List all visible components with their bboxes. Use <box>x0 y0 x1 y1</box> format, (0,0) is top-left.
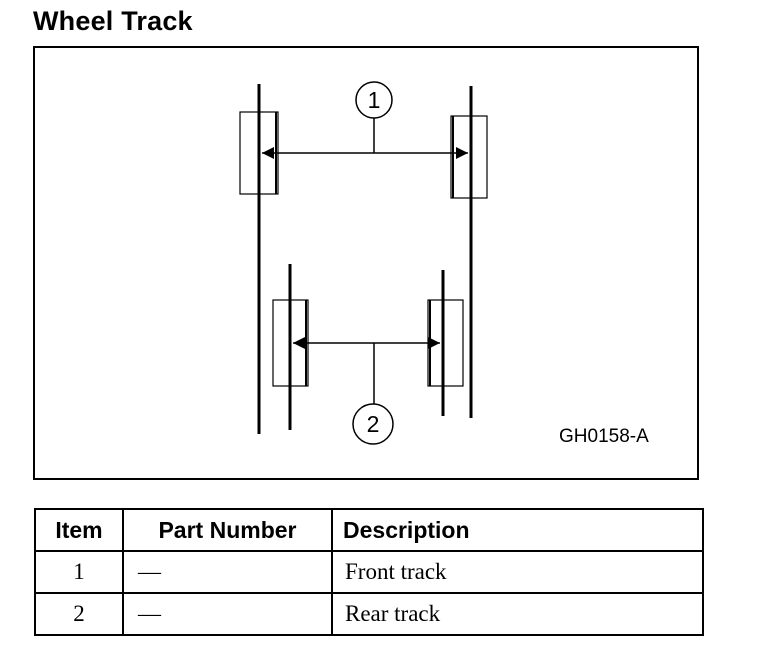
cell-part-number: — <box>122 592 333 636</box>
front-right-wheel <box>450 115 488 199</box>
table-header-row: Item Part Number Description <box>34 508 704 552</box>
callout-1-number: 1 <box>367 87 381 113</box>
cell-item: 1 <box>34 550 124 594</box>
diagram-frame: 1 2 GH0158-A <box>33 46 699 480</box>
table-row: 2 — Rear track <box>34 592 704 636</box>
callout-1-circle <box>355 81 393 119</box>
page-title: Wheel Track <box>33 6 193 36</box>
callout-2-circle <box>352 403 394 445</box>
column-header-part-number: Part Number <box>122 508 333 552</box>
column-header-description: Description <box>331 508 704 552</box>
cell-item: 2 <box>34 592 124 636</box>
column-header-item: Item <box>34 508 124 552</box>
callout-2-number: 2 <box>366 411 380 437</box>
figure-code: GH0158-A <box>559 426 649 447</box>
cell-description: Rear track <box>331 592 704 636</box>
parts-table: Item Part Number Description 1 — Front t… <box>34 508 704 636</box>
table-row: 1 — Front track <box>34 550 704 594</box>
cell-part-number: — <box>122 550 333 594</box>
cell-description: Front track <box>331 550 704 594</box>
wheel-track-diagram <box>239 81 488 445</box>
